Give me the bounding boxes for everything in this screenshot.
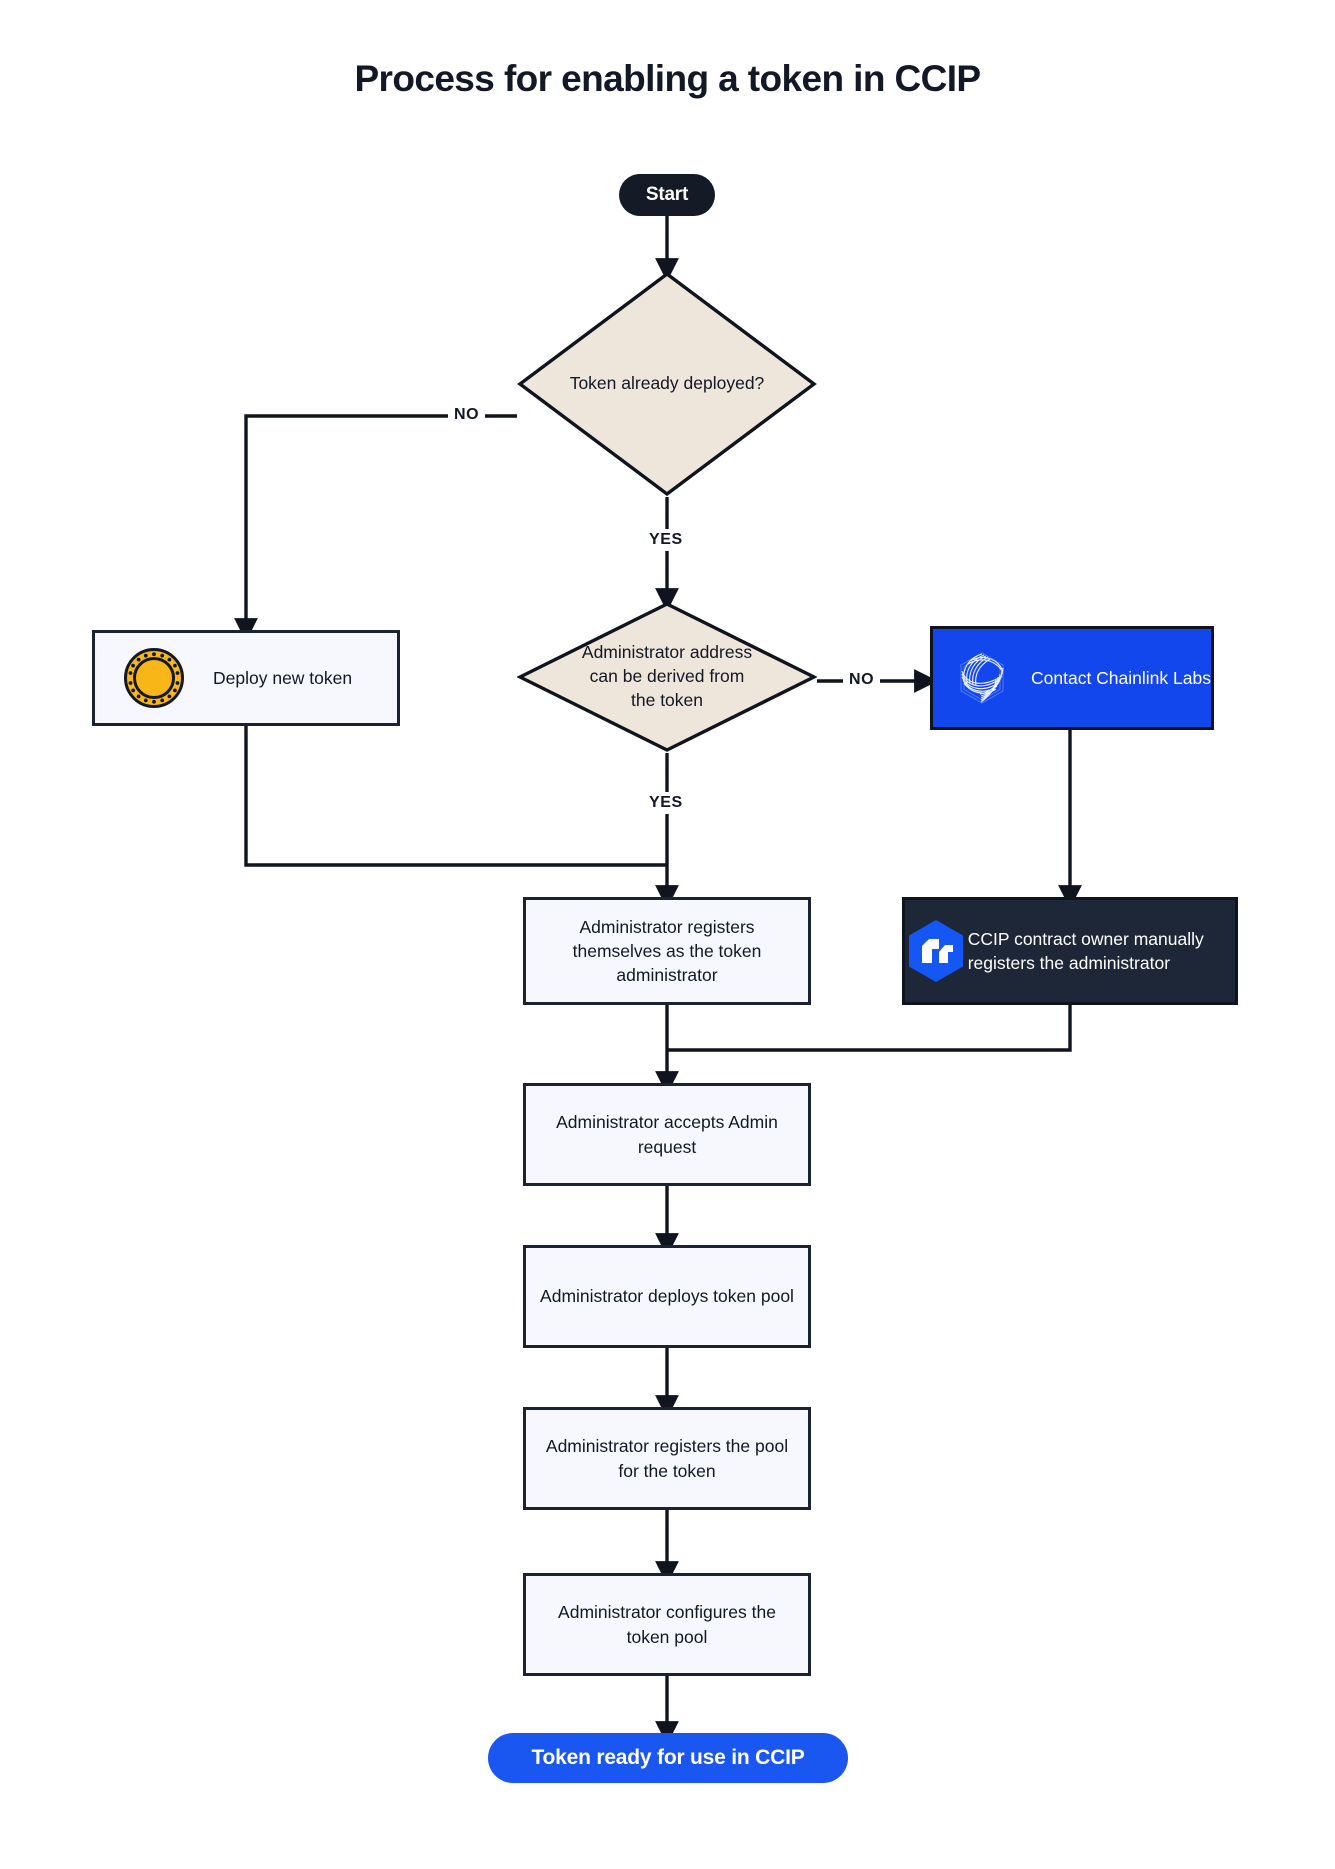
edge-ccip-owner-to-merge bbox=[667, 1005, 1072, 1052]
page-title: Process for enabling a token in CCIP bbox=[354, 58, 981, 99]
node-admin-registers-self-label: Administrator registers themselves as th… bbox=[572, 916, 762, 986]
node-ccip-owner-registers-label: CCIP contract owner manually registers t… bbox=[967, 928, 1204, 973]
edge-label-admin-no: NO bbox=[843, 669, 881, 691]
edge-label-deployed-no: NO bbox=[448, 404, 486, 426]
node-admin-registers-pool-label: Administrator registers the pool for the… bbox=[545, 1436, 789, 1481]
node-decision-admin-derivable-label: Administrator address can be derived fro… bbox=[581, 642, 753, 710]
edge-decision-deployed-no bbox=[234, 414, 517, 642]
node-admin-deploys-pool-label: Administrator deploys token pool bbox=[540, 1286, 794, 1307]
node-decision-token-deployed-label: Token already deployed? bbox=[569, 373, 765, 394]
node-admin-configures-pool[interactable]: Administrator configures the token pool bbox=[523, 1573, 811, 1676]
node-start[interactable]: Start bbox=[619, 174, 715, 216]
node-decision-admin-derivable[interactable]: Administrator address can be derived fro… bbox=[517, 601, 817, 753]
node-contact-chainlink-labs-label: Contact Chainlink Labs bbox=[1031, 667, 1211, 688]
node-deploy-new-token-label: Deploy new token bbox=[213, 667, 353, 688]
node-ccip-owner-registers[interactable]: CCIP contract owner manually registers t… bbox=[902, 897, 1238, 1005]
gold-token-icon bbox=[95, 633, 213, 723]
node-admin-accepts-request[interactable]: Administrator accepts Admin request bbox=[523, 1083, 811, 1186]
diamond-shape bbox=[517, 602, 817, 752]
chainlink-labs-logo-icon bbox=[933, 629, 1031, 727]
node-end-token-ready-label: Token ready for use in CCIP bbox=[531, 1746, 805, 1769]
node-contact-chainlink-labs[interactable]: Contact Chainlink Labs bbox=[930, 626, 1214, 730]
node-deploy-new-token[interactable]: Deploy new token bbox=[92, 630, 400, 726]
edge-label-deployed-yes: YES bbox=[643, 529, 689, 551]
diamond-shape bbox=[517, 271, 817, 497]
node-admin-registers-pool[interactable]: Administrator registers the pool for the… bbox=[523, 1407, 811, 1510]
edge-label-admin-yes: YES bbox=[643, 792, 689, 814]
node-start-label: Start bbox=[645, 184, 689, 205]
node-decision-token-deployed[interactable]: Token already deployed? bbox=[517, 271, 817, 497]
node-admin-accepts-request-label: Administrator accepts Admin request bbox=[556, 1112, 778, 1157]
ccip-hexagon-icon bbox=[905, 900, 968, 1002]
node-end-token-ready[interactable]: Token ready for use in CCIP bbox=[488, 1733, 848, 1783]
node-admin-registers-self[interactable]: Administrator registers themselves as th… bbox=[523, 897, 811, 1005]
node-admin-configures-pool-label: Administrator configures the token pool bbox=[558, 1602, 776, 1647]
node-admin-deploys-pool[interactable]: Administrator deploys token pool bbox=[523, 1245, 811, 1348]
